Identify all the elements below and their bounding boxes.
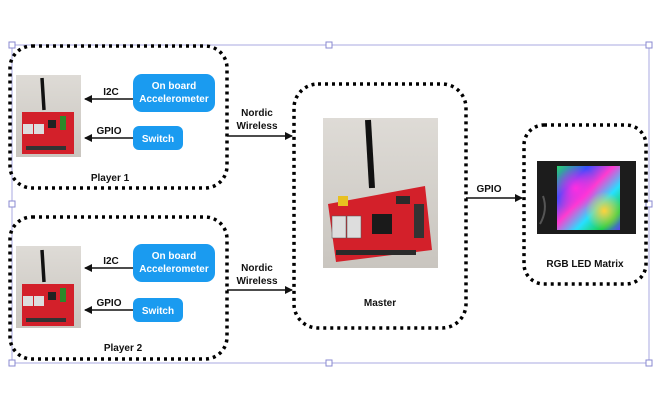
player1-switch-button[interactable]: Switch xyxy=(133,126,183,150)
resize-handle[interactable] xyxy=(8,41,16,49)
player1-i2c-label: I2C xyxy=(103,87,119,98)
player2-accelerometer-button[interactable]: On board Accelerometer xyxy=(133,244,215,282)
button-label: Accelerometer xyxy=(139,94,209,105)
matrix-group: RGB LED Matrix xyxy=(522,123,648,286)
player2-i2c-label: I2C xyxy=(103,256,119,267)
button-label: Accelerometer xyxy=(139,264,209,275)
resize-handle[interactable] xyxy=(645,41,653,49)
resize-handle[interactable] xyxy=(8,200,16,208)
player2-boundary xyxy=(8,215,229,361)
player2-switch-button[interactable]: Switch xyxy=(133,298,183,322)
player1-gpio-label: GPIO xyxy=(96,126,121,137)
wireless-link-top: Nordic Wireless xyxy=(227,108,293,140)
master-boundary xyxy=(292,82,468,330)
wireless-label: Nordic xyxy=(241,263,273,274)
wireless-label: Wireless xyxy=(236,121,277,132)
matrix-boundary xyxy=(522,123,648,286)
button-label: On board xyxy=(152,251,196,262)
resize-handle[interactable] xyxy=(645,359,653,367)
resize-handle[interactable] xyxy=(325,41,333,49)
selection-frame xyxy=(8,41,653,367)
matrix-gpio-label: GPIO xyxy=(476,184,501,195)
button-label: Switch xyxy=(142,134,174,145)
gpio-link-matrix: GPIO xyxy=(466,184,523,202)
matrix-title: RGB LED Matrix xyxy=(546,259,624,270)
player1-title: Player 1 xyxy=(91,173,130,184)
player1-group: On board Accelerometer I2C Switch GPIO P… xyxy=(8,44,229,190)
button-label: Switch xyxy=(142,306,174,317)
resize-handle[interactable] xyxy=(8,359,16,367)
resize-handle[interactable] xyxy=(325,359,333,367)
dev-board-photo-icon xyxy=(16,75,81,157)
master-group: Master xyxy=(292,82,468,330)
dev-board-photo-icon xyxy=(323,118,438,268)
master-title: Master xyxy=(364,298,396,309)
resize-handle[interactable] xyxy=(645,200,653,208)
wireless-label: Nordic xyxy=(241,108,273,119)
player1-accelerometer-button[interactable]: On board Accelerometer xyxy=(133,74,215,112)
wireless-label: Wireless xyxy=(236,276,277,287)
wireless-link-bottom: Nordic Wireless xyxy=(227,263,293,294)
player1-boundary xyxy=(8,44,229,190)
player2-gpio-label: GPIO xyxy=(96,298,121,309)
button-label: On board xyxy=(152,81,196,92)
player2-group: On board Accelerometer I2C Switch GPIO P… xyxy=(8,215,229,361)
player2-title: Player 2 xyxy=(104,343,143,354)
dev-board-photo-icon xyxy=(16,246,81,328)
led-matrix-photo-icon xyxy=(537,161,636,234)
